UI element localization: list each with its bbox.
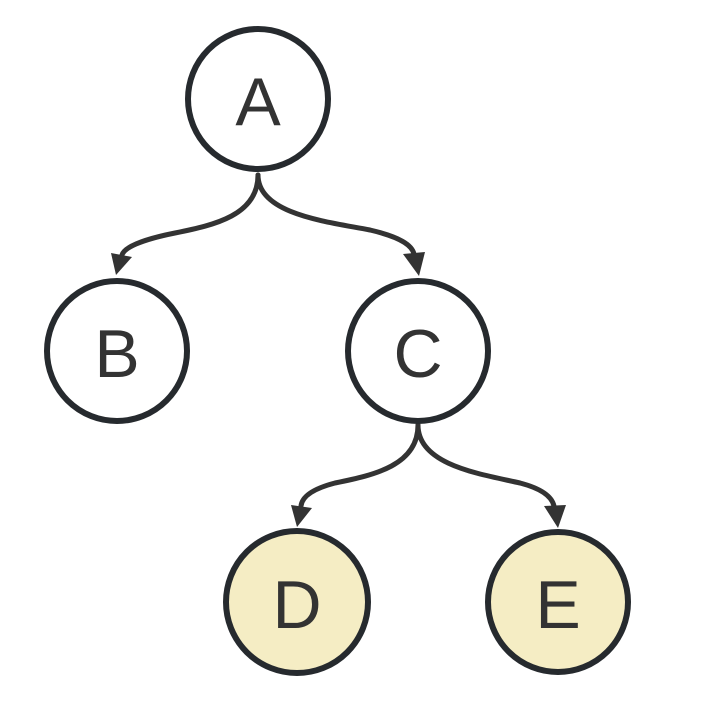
edge-a-c bbox=[255, 172, 417, 257]
edge-a-b bbox=[119, 172, 261, 258]
node-a-label: A bbox=[235, 64, 281, 140]
node-c: C bbox=[345, 278, 491, 424]
node-b-label: B bbox=[94, 316, 139, 392]
node-d: D bbox=[223, 528, 371, 676]
node-d-label: D bbox=[272, 567, 321, 643]
node-e: E bbox=[485, 529, 631, 675]
node-d-circle bbox=[223, 528, 371, 676]
node-b: B bbox=[44, 278, 190, 424]
edge-c-d-arrowhead bbox=[291, 505, 312, 527]
edge-c-e bbox=[415, 422, 557, 509]
node-a-circle bbox=[185, 26, 331, 172]
node-b-circle bbox=[44, 278, 190, 424]
node-c-label: C bbox=[393, 316, 442, 392]
edge-c-d bbox=[298, 422, 421, 509]
node-a: A bbox=[185, 26, 331, 172]
edges bbox=[111, 172, 566, 528]
node-e-label: E bbox=[535, 567, 580, 643]
node-c-circle bbox=[345, 278, 491, 424]
edge-a-c-arrowhead bbox=[403, 252, 425, 276]
edge-a-b-arrowhead bbox=[111, 253, 132, 275]
node-e-circle bbox=[485, 529, 631, 675]
edge-c-e-arrowhead bbox=[544, 505, 566, 528]
